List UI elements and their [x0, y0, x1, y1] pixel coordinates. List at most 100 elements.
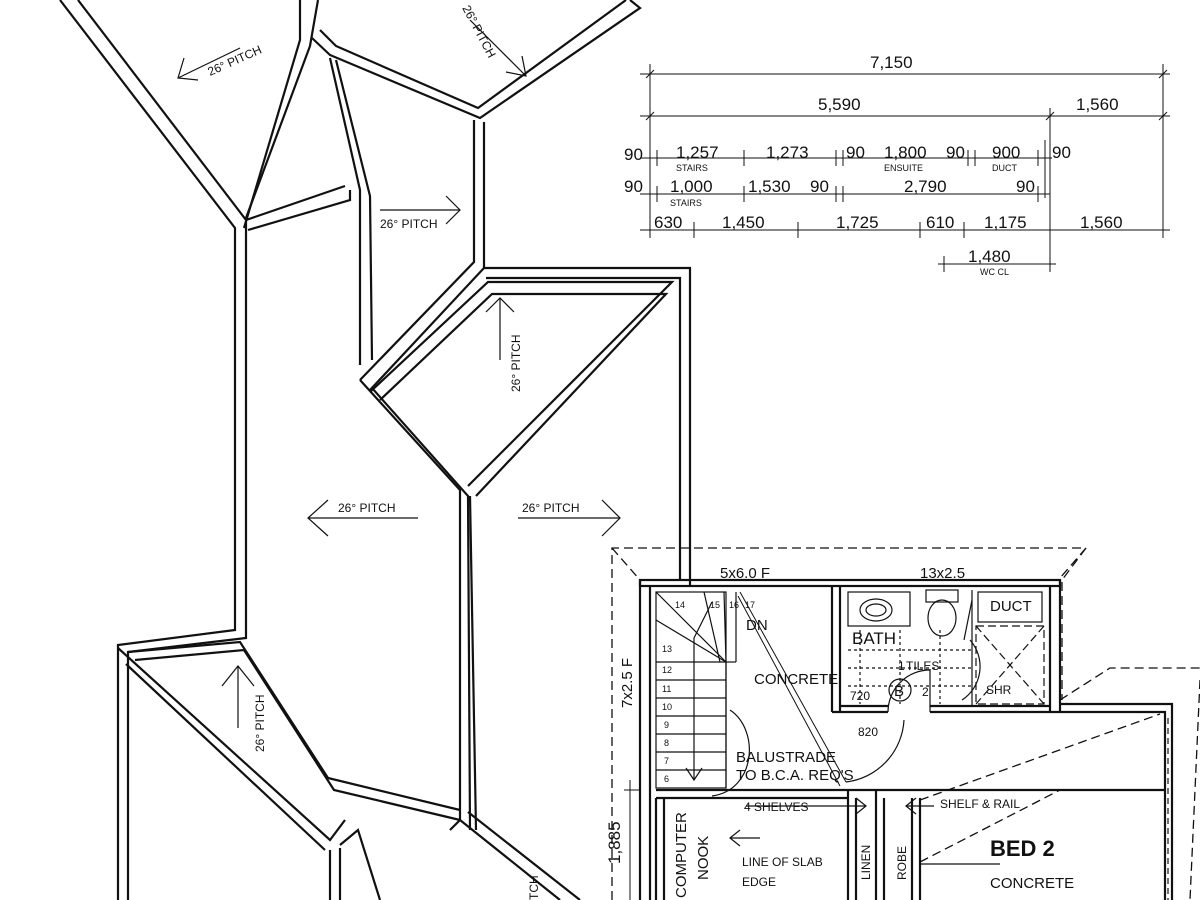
window-label-left: 7x2.5 F — [619, 658, 636, 708]
computer-label: COMPUTER — [673, 812, 690, 898]
roof-ridge-line — [359, 120, 476, 381]
balustrade-line — [739, 591, 847, 783]
stair-step: 10 — [662, 702, 672, 712]
dim-r1-4: 1,800 — [884, 143, 927, 162]
dim-left-total: 5,590 — [818, 95, 861, 114]
eaves-outline — [611, 547, 641, 581]
stair-step: 7 — [664, 756, 669, 766]
dim-r1-5: 90 — [946, 143, 965, 162]
door-swing — [845, 719, 905, 783]
roof-ridge-line — [247, 190, 352, 232]
dimension-strings: 7,150 5,590 1,560 90 1,257 1,273 90 1,80… — [624, 53, 1170, 277]
dim-r1-stairs: STAIRS — [676, 163, 708, 173]
pitch-arrow: 26° PITCH — [221, 665, 267, 752]
roof-ridge-line — [245, 184, 346, 222]
stair-step: 8 — [664, 738, 669, 748]
bedroom-2: BED 2 CONCRETE — [919, 679, 1200, 900]
balustrade-curve — [711, 709, 750, 797]
dim-r2-0: 90 — [624, 177, 643, 196]
window-label-top-left: 5x6.0 F — [720, 565, 770, 582]
tiles-label: TILES — [906, 659, 939, 673]
slab-edge-label-2: EDGE — [742, 875, 776, 889]
bed2-label: BED 2 — [990, 836, 1055, 861]
eaves-outline — [1059, 667, 1200, 701]
roof-ridge-line — [134, 648, 461, 822]
duct-label: DUCT — [990, 598, 1032, 615]
roof-ridge-line — [328, 57, 362, 365]
concrete-label: CONCRETE — [754, 671, 838, 688]
floor-plan: 14 15 16 17 13 12 11 10 9 8 7 6 DN 5x6.0… — [605, 547, 1200, 900]
section-marker-letter: B — [894, 683, 904, 700]
shower-base — [975, 625, 1045, 705]
roof-ridge-line — [311, 0, 642, 120]
roof-ridge-line — [77, 0, 248, 900]
stair-step: 13 — [662, 644, 672, 654]
pitch-arrow: 26° PITCH — [177, 43, 264, 81]
dim-r4-label: WC CL — [980, 267, 1009, 277]
stair-step: 6 — [664, 774, 669, 784]
dim-r1-7: 90 — [1052, 143, 1071, 162]
roof-ridge-line — [127, 640, 461, 812]
bath-label: BATH — [852, 629, 896, 648]
dim-r1-0: 90 — [624, 145, 643, 164]
pitch-label: 26° PITCH — [459, 3, 498, 60]
roof-ridge-line — [467, 811, 581, 900]
pitch-label: 26° PITCH — [253, 695, 267, 752]
roof-ridge-line — [484, 266, 692, 585]
stair-step: 15 — [710, 600, 720, 610]
dim-r1-1: 1,257 — [676, 143, 719, 162]
tiles-mark: 1 — [898, 659, 905, 673]
stair-step: 9 — [664, 720, 669, 730]
dim-r2-4: 2,790 — [904, 177, 947, 196]
pitch-arrow: 26° PITCH — [459, 3, 527, 77]
dim-r3-5: 1,560 — [1080, 213, 1123, 232]
pitch-label: 26° PITCH — [380, 217, 437, 231]
dim-r3-2: 1,725 — [836, 213, 879, 232]
dim-r3-1: 1,450 — [722, 213, 765, 232]
dim-left-1885: 1,885 — [605, 821, 624, 864]
pitch-label: 26° PITCH — [338, 501, 395, 515]
dim-r3-3: 610 — [926, 213, 954, 232]
dim-r1-2: 1,273 — [766, 143, 809, 162]
dim-r1-duct: DUCT — [992, 163, 1017, 173]
vanity — [847, 591, 911, 627]
slab-edge-label-1: LINE OF SLAB — [742, 855, 823, 869]
roof-ridge-line — [486, 276, 682, 580]
pitch-label: 26° PITCH — [522, 501, 579, 515]
dim-r4-value: 1,480 — [968, 247, 1011, 266]
pitch-arrow: 26° PITCH — [380, 195, 461, 231]
dim-r1-6: 900 — [992, 143, 1020, 162]
roof-ridge-line — [459, 819, 561, 900]
roof-ridge-line — [379, 292, 669, 497]
robe-label: ROBE — [895, 846, 909, 880]
section-marker-number: 2 — [922, 685, 929, 699]
dim-row1-ticks — [649, 150, 1039, 166]
dim-r1-3: 90 — [846, 143, 865, 162]
pitch-arrow: 26° PITCH — [518, 499, 621, 537]
shower-label: SHR — [986, 683, 1012, 697]
shelf-rail-label: SHELF & RAIL — [940, 797, 1020, 811]
roof-ridge-line — [244, 0, 320, 219]
dim-r2-5: 90 — [1016, 177, 1035, 196]
door-720-label: 720 — [850, 689, 870, 703]
roof-plan — [59, 0, 692, 900]
roof-ridge-line — [334, 59, 374, 361]
roof-ridge-line — [59, 0, 237, 900]
pitch-arrow: 26° PITCH — [307, 499, 418, 537]
dim-r2-2: 1,530 — [748, 177, 791, 196]
linen-label: LINEN — [859, 845, 873, 880]
roof-ridge-line — [468, 495, 478, 831]
pitch-label-partial: TCH — [527, 875, 541, 900]
basin-icon — [859, 598, 893, 622]
dim-r2-3: 90 — [810, 177, 829, 196]
staircase: 14 15 16 17 13 12 11 10 9 8 7 6 DN — [655, 591, 768, 789]
toilet-icon — [925, 589, 959, 603]
storage: 4 SHELVES SHELF & RAIL LINE OF SLAB EDGE… — [654, 788, 1166, 900]
eaves-outline — [1059, 547, 1087, 579]
bed2-concrete-label: CONCRETE — [990, 875, 1074, 892]
exterior-wall — [638, 578, 1062, 588]
dim-r3-0: 630 — [654, 213, 682, 232]
dim-r3-4: 1,175 — [984, 213, 1027, 232]
roof-ridge-line — [369, 122, 486, 391]
